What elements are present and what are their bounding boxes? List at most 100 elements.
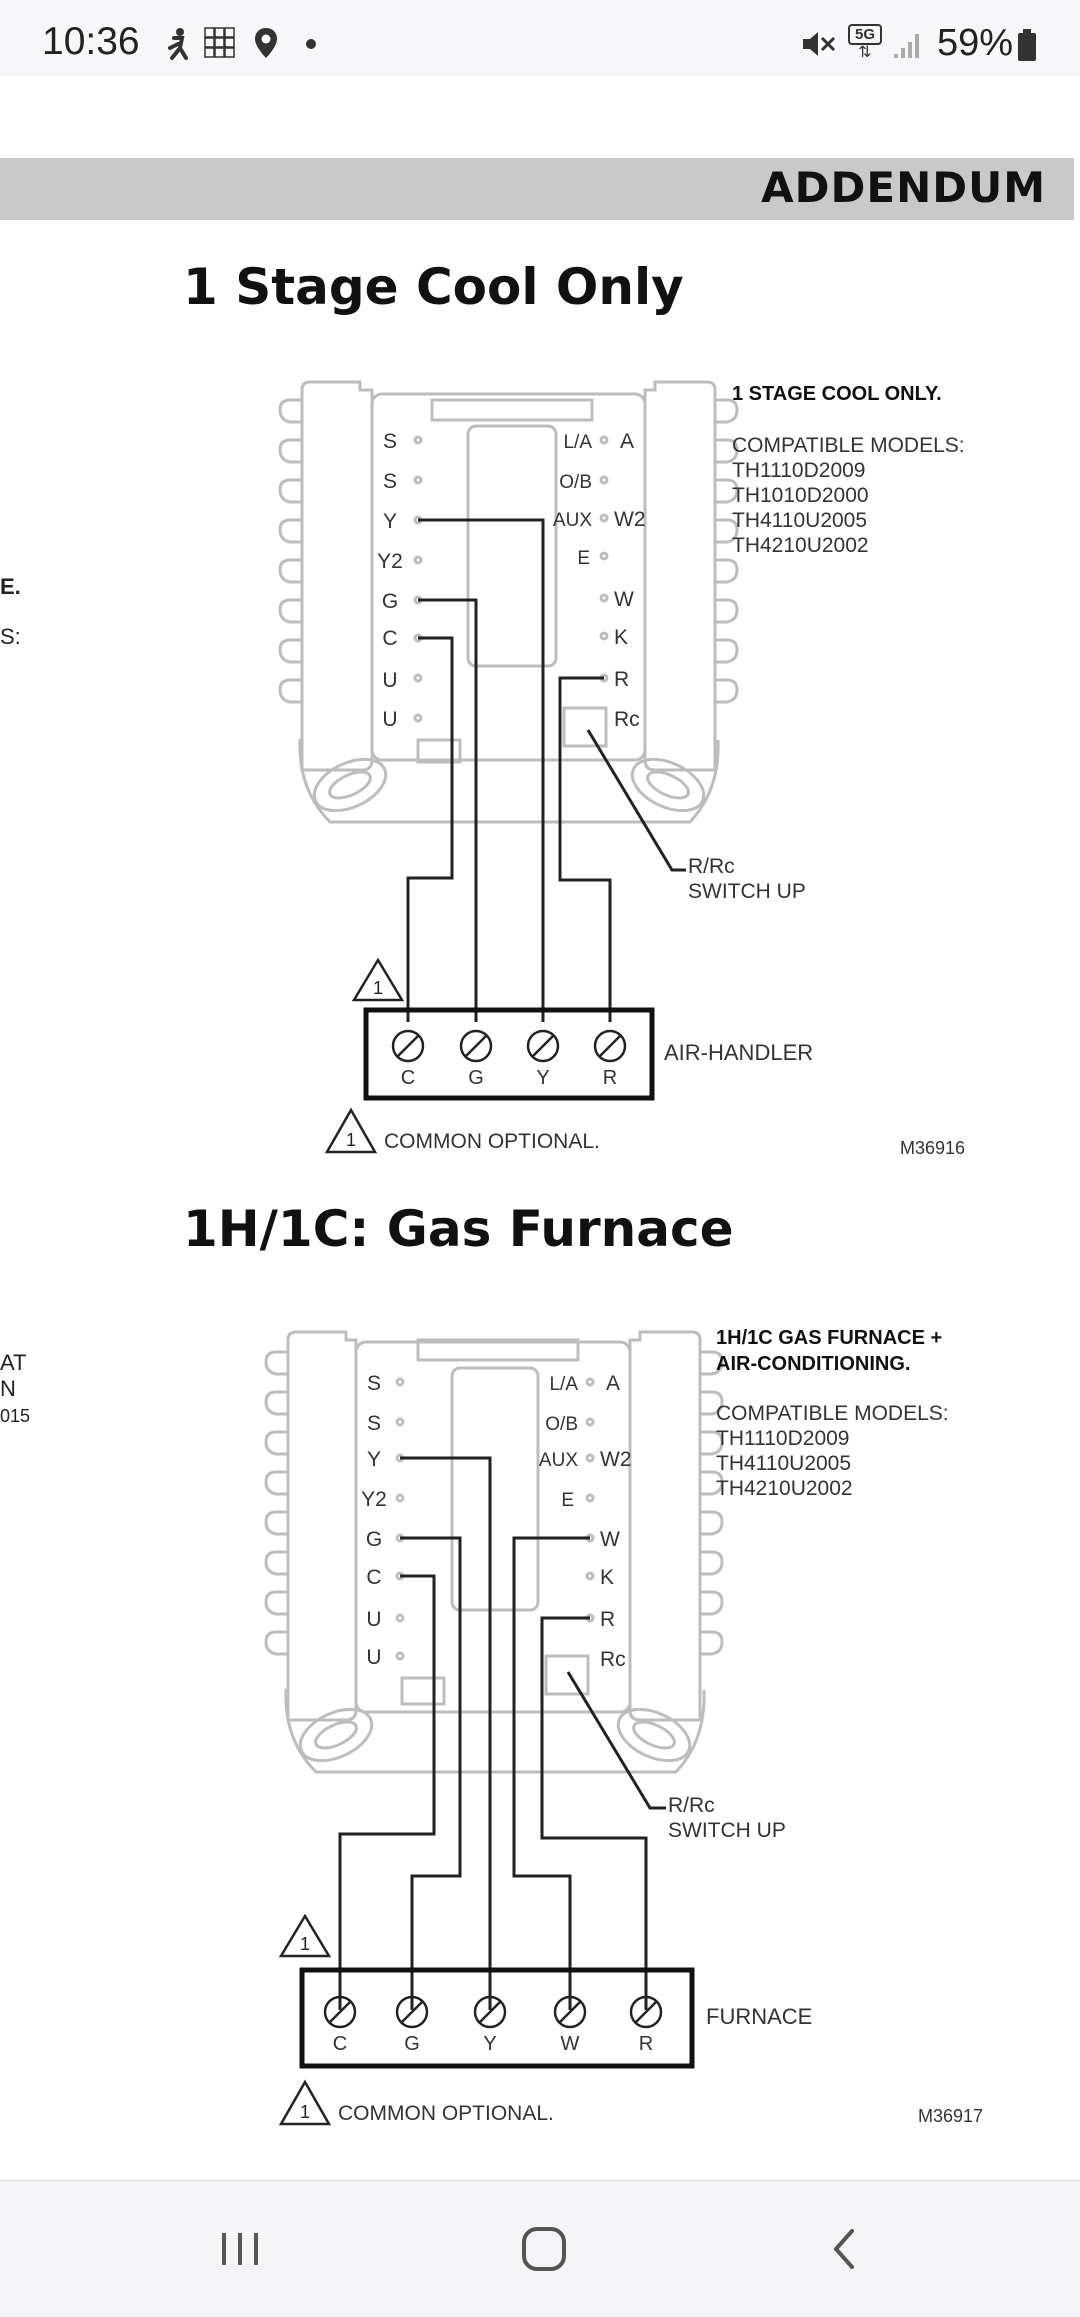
terminal-label: AUX	[553, 510, 592, 531]
warning-triangle-icon: 1	[351, 957, 405, 1002]
terminal-label: Rc	[600, 1648, 626, 1671]
left-fragment: AT	[0, 1350, 27, 1375]
terminal-label: L/A	[563, 432, 592, 453]
terminal-label: U	[366, 1608, 381, 1631]
model-number: TH1110D2009	[732, 459, 865, 482]
terminal-label: Y2	[361, 1488, 387, 1511]
thermostat-outline-1	[278, 380, 739, 824]
equipment-terminal: Y	[483, 2033, 496, 2055]
terminal-label: R	[614, 668, 629, 691]
equipment-terminal: R	[639, 2033, 653, 2055]
diagram-title: 1 STAGE COOL ONLY.	[732, 383, 942, 405]
terminal-label: L/A	[549, 1374, 578, 1395]
diagram2-heading: 1H/1C: Gas Furnace	[183, 1200, 734, 1258]
left-fragment: E.	[0, 574, 21, 599]
terminal-label: W2	[614, 508, 646, 531]
battery-percent: 59%	[937, 22, 1014, 64]
left-fragment: S:	[0, 624, 21, 649]
terminal-label: Y	[383, 510, 397, 533]
signal-icon	[894, 34, 919, 58]
terminal-label: G	[382, 590, 398, 613]
clock: 10:36	[42, 20, 140, 63]
switch-label: SWITCH UP	[688, 880, 806, 903]
switch-label: R/Rc	[668, 1794, 715, 1817]
dot-icon	[306, 39, 316, 49]
compatible-models-label: COMPATIBLE MODELS:	[716, 1402, 949, 1425]
equipment-terminal: C	[333, 2033, 347, 2055]
note-marker: 1	[300, 1934, 310, 1954]
terminal-label: S	[367, 1412, 381, 1435]
equipment-terminal: G	[404, 2033, 420, 2055]
terminal-label: A	[620, 430, 634, 453]
terminal-label: G	[366, 1528, 382, 1551]
terminal-label: C	[366, 1566, 381, 1589]
model-number: TH4210U2002	[716, 1477, 853, 1500]
terminal-label: K	[614, 626, 628, 649]
note-marker: 1	[300, 2102, 310, 2122]
terminal-label: S	[367, 1372, 381, 1395]
terminal-label: R	[600, 1608, 615, 1631]
network-label: 5G	[848, 24, 882, 45]
equipment-terminal: Y	[536, 1067, 549, 1089]
terminal-label: K	[600, 1566, 614, 1589]
diagram1-wiring: S S Y Y2 G C U U L/A O/B AUX E A W2 W K …	[278, 380, 965, 1158]
note-marker: 1	[346, 1130, 356, 1150]
model-number: TH1010D2000	[732, 484, 869, 507]
left-fragment: N	[0, 1376, 16, 1401]
thermostat-outline-2	[264, 1330, 724, 1774]
terminal-label: S	[383, 470, 397, 493]
network-5g-icon: 5G ⇅	[848, 24, 882, 61]
addendum-title: ADDENDUM	[761, 163, 1046, 212]
diagram2-wiring: S S Y Y2 G C U U L/A O/B AUX E A W2 W K …	[264, 1327, 983, 2126]
equipment-label: FURNACE	[706, 2004, 812, 2029]
addendum-banner: ADDENDUM	[0, 158, 1074, 220]
diagram1-heading: 1 Stage Cool Only	[183, 258, 684, 316]
keypad-icon	[204, 27, 235, 58]
equipment-label: AIR-HANDLER	[664, 1040, 813, 1065]
common-optional-note: COMMON OPTIONAL.	[338, 2102, 554, 2125]
terminal-label: U	[382, 708, 397, 731]
wires-2	[338, 1456, 666, 2010]
terminal-label: O/B	[545, 1414, 578, 1435]
equipment-terminal: W	[561, 2033, 580, 2055]
recents-icon	[222, 2233, 258, 2265]
back-icon	[834, 2229, 854, 2269]
accessibility-icon	[168, 28, 188, 60]
back-button[interactable]	[824, 2219, 864, 2279]
note-marker: 1	[373, 978, 383, 998]
terminal-label: C	[382, 627, 397, 650]
terminal-label: E	[561, 1490, 574, 1511]
terminal-label: Y	[367, 1448, 381, 1471]
terminal-label: A	[606, 1372, 620, 1395]
model-number: TH4210U2002	[732, 534, 869, 557]
model-number: TH1110D2009	[716, 1427, 849, 1450]
figure-code: M36917	[918, 2106, 983, 2126]
document-top-margin	[0, 76, 1080, 156]
warning-triangle-icon: 1	[278, 2079, 332, 2126]
common-optional-note: COMMON OPTIONAL.	[384, 1130, 600, 1153]
status-bar: 10:36 5G ⇅ 59%	[0, 0, 1080, 76]
equipment-terminal: G	[468, 1067, 484, 1089]
left-fragment: 015	[0, 1406, 31, 1426]
wires-1	[406, 518, 686, 1022]
terminal-label: E	[577, 548, 590, 569]
terminal-label: O/B	[559, 472, 592, 493]
terminal-label: W	[614, 588, 634, 611]
mute-icon	[803, 32, 836, 56]
switch-label: R/Rc	[688, 855, 735, 878]
home-icon	[522, 2227, 566, 2271]
terminal-label: Rc	[614, 708, 640, 731]
location-icon	[255, 28, 277, 58]
switch-label: SWITCH UP	[668, 1819, 786, 1842]
furnace-block	[299, 1967, 695, 2069]
terminal-label: W	[600, 1528, 620, 1551]
home-button[interactable]	[516, 2219, 572, 2279]
diagram-title: 1H/1C GAS FURNACE +	[716, 1327, 942, 1349]
equipment-terminal: C	[401, 1067, 415, 1089]
recents-button[interactable]	[216, 2219, 266, 2279]
equipment-terminal: R	[603, 1067, 617, 1089]
model-number: TH4110U2005	[716, 1452, 851, 1475]
figure-code: M36916	[900, 1138, 965, 1158]
model-number: TH4110U2005	[732, 509, 867, 532]
diagram-title: AIR-CONDITIONING.	[716, 1353, 910, 1375]
